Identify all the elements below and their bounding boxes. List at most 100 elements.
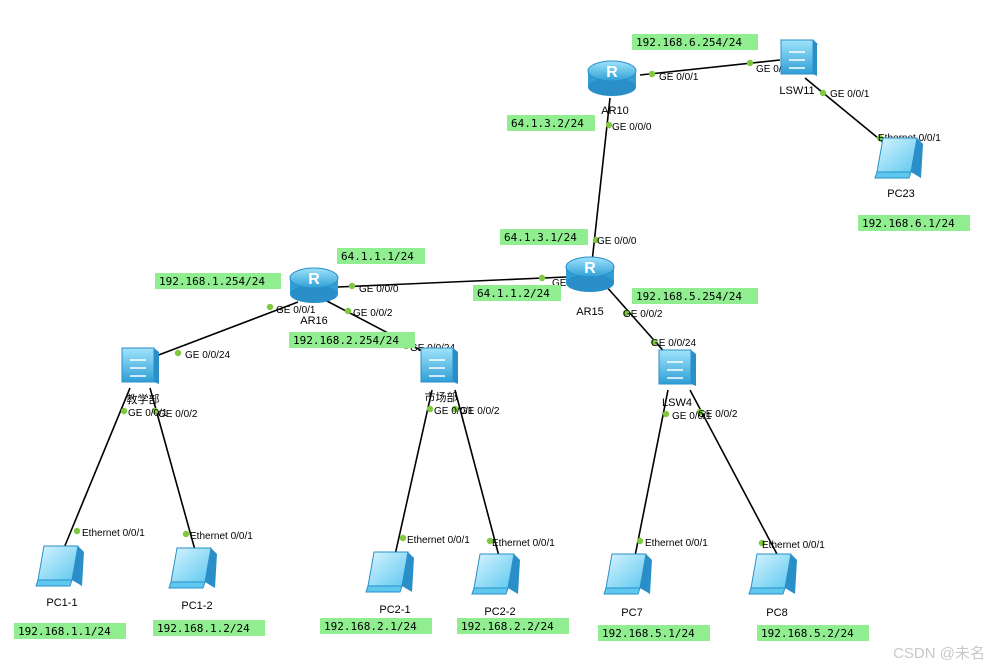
pc-pc1-2[interactable]: PC1-2	[168, 547, 217, 612]
link-ar15-lsw4[interactable]	[604, 284, 669, 357]
pc-pc2-1[interactable]: PC2-1	[365, 551, 414, 616]
switch-icon	[658, 349, 696, 386]
svg-text:64.1.3.1/24: 64.1.3.1/24	[504, 231, 577, 244]
port-label: GE 0/0/2	[698, 409, 738, 420]
ip-label: 64.1.3.2/24	[507, 115, 595, 131]
router-icon: R	[565, 256, 615, 292]
port-dot	[399, 534, 407, 542]
svg-text:192.168.1.2/24: 192.168.1.2/24	[157, 622, 250, 635]
port-dot	[426, 405, 434, 413]
device-label: PC1-1	[46, 597, 77, 609]
device-label: LSW11	[779, 85, 814, 97]
port-label: Ethernet 0/0/1	[645, 538, 708, 549]
link-lsw4-pc7[interactable]	[634, 389, 669, 557]
svg-text:192.168.2.2/24: 192.168.2.2/24	[461, 620, 554, 633]
pc-pc2-2[interactable]: PC2-2	[471, 553, 520, 618]
pc-icon	[603, 553, 652, 595]
ip-label: 192.168.5.1/24	[598, 625, 710, 641]
pc-icon	[35, 545, 84, 587]
port-dot	[266, 303, 274, 311]
port-dot	[592, 236, 600, 244]
link-lsw4-pc8[interactable]	[689, 389, 779, 557]
port-dot	[182, 530, 190, 538]
link-ar16-teach[interactable]	[155, 301, 299, 357]
svg-text:192.168.2.1/24: 192.168.2.1/24	[324, 620, 417, 633]
link-ar10-lsw11[interactable]	[639, 59, 781, 76]
port-label: GE 0/0/24	[651, 338, 696, 349]
port-dot	[746, 59, 754, 67]
port-label: GE 0/0/0	[359, 284, 399, 295]
switch-lsw11[interactable]: LSW11	[779, 39, 819, 97]
watermark: CSDN @未名	[893, 645, 985, 662]
port-dot	[538, 274, 546, 282]
ip-label: 192.168.2.1/24	[320, 618, 432, 634]
ip-label: 192.168.6.1/24	[858, 215, 970, 231]
port-dot	[636, 537, 644, 545]
router-ar15[interactable]: R AR15	[565, 256, 615, 318]
switch-icon	[420, 347, 458, 384]
link-teach-pc12[interactable]	[149, 387, 196, 551]
port-dot	[662, 410, 670, 418]
svg-text:R: R	[606, 64, 618, 81]
port-label: GE 0/0/1	[672, 411, 712, 422]
link-teach-pc11[interactable]	[63, 387, 131, 549]
pc-pc1-1[interactable]: PC1-1	[35, 545, 84, 609]
port-label: GE 0/0/24	[185, 350, 230, 361]
port-label: GE 0/0/1	[276, 305, 316, 316]
ip-label: 192.168.6.254/24	[632, 34, 758, 50]
port-dot	[622, 309, 630, 317]
svg-text:192.168.1.1/24: 192.168.1.1/24	[18, 625, 111, 638]
device-label: LSW4	[662, 397, 692, 409]
link-market-pc21[interactable]	[394, 389, 433, 556]
ip-label: 64.1.3.1/24	[500, 229, 588, 245]
device-label: PC1-2	[181, 600, 212, 612]
link-market-pc22[interactable]	[454, 389, 501, 561]
router-ar16[interactable]: R AR16	[289, 267, 339, 327]
pc-pc8[interactable]: PC8	[748, 553, 797, 619]
switch-lsw4[interactable]: LSW4	[658, 349, 696, 409]
switch-market[interactable]: 市场部	[420, 347, 458, 404]
svg-text:192.168.6.1/24: 192.168.6.1/24	[862, 217, 955, 230]
device-label: 教学部	[127, 392, 160, 406]
port-label: GE 0/0/2	[158, 409, 198, 420]
port-dot	[151, 407, 159, 415]
ip-label: 192.168.5.2/24	[757, 625, 869, 641]
port-dots	[73, 59, 884, 547]
pc-icon	[874, 137, 923, 179]
svg-text:192.168.5.2/24: 192.168.5.2/24	[761, 627, 854, 640]
port-label: Ethernet 0/0/1	[82, 528, 145, 539]
svg-text:64.1.1.2/24: 64.1.1.2/24	[477, 287, 550, 300]
port-label: GE 0/0/1	[434, 406, 474, 417]
ip-label: 192.168.2.254/24	[289, 332, 415, 348]
svg-text:192.168.6.254/24: 192.168.6.254/24	[636, 36, 742, 49]
port-labels: GE 0/0/1 GE 0/0/24 GE 0/0/1 Ethernet 0/0…	[82, 64, 941, 551]
device-label: PC2-2	[484, 606, 515, 618]
port-label: Ethernet 0/0/1	[190, 531, 253, 542]
port-dot	[648, 70, 656, 78]
port-label: Ethernet 0/0/1	[407, 535, 470, 546]
pc-pc23[interactable]: PC23	[874, 137, 923, 200]
svg-text:64.1.3.2/24: 64.1.3.2/24	[511, 117, 584, 130]
port-dot	[605, 121, 613, 129]
port-label: GE 0/0/24	[756, 64, 801, 75]
port-dot	[73, 527, 81, 535]
port-dot	[650, 338, 658, 346]
ip-label: 192.168.5.254/24	[632, 288, 758, 304]
switch-icon	[121, 347, 159, 384]
link-ar16-ar15[interactable]	[337, 276, 567, 288]
device-label: PC7	[621, 607, 642, 619]
device-label: 市场部	[425, 390, 458, 404]
ip-label: 192.168.1.254/24	[155, 273, 281, 289]
port-dot	[876, 134, 884, 142]
svg-text:192.168.2.254/24: 192.168.2.254/24	[293, 334, 399, 347]
router-ar10[interactable]: R AR10	[587, 60, 637, 117]
port-label: Ethernet 0/0/1	[762, 540, 825, 551]
pc-pc7[interactable]: PC7	[603, 553, 652, 619]
switch-teach[interactable]: 教学部	[121, 347, 160, 406]
port-label: GE 0/0/0	[597, 236, 637, 247]
device-label: PC8	[766, 607, 787, 619]
port-dot	[696, 408, 704, 416]
port-dot	[758, 539, 766, 547]
port-label: Ethernet 0/0/1	[492, 538, 555, 549]
